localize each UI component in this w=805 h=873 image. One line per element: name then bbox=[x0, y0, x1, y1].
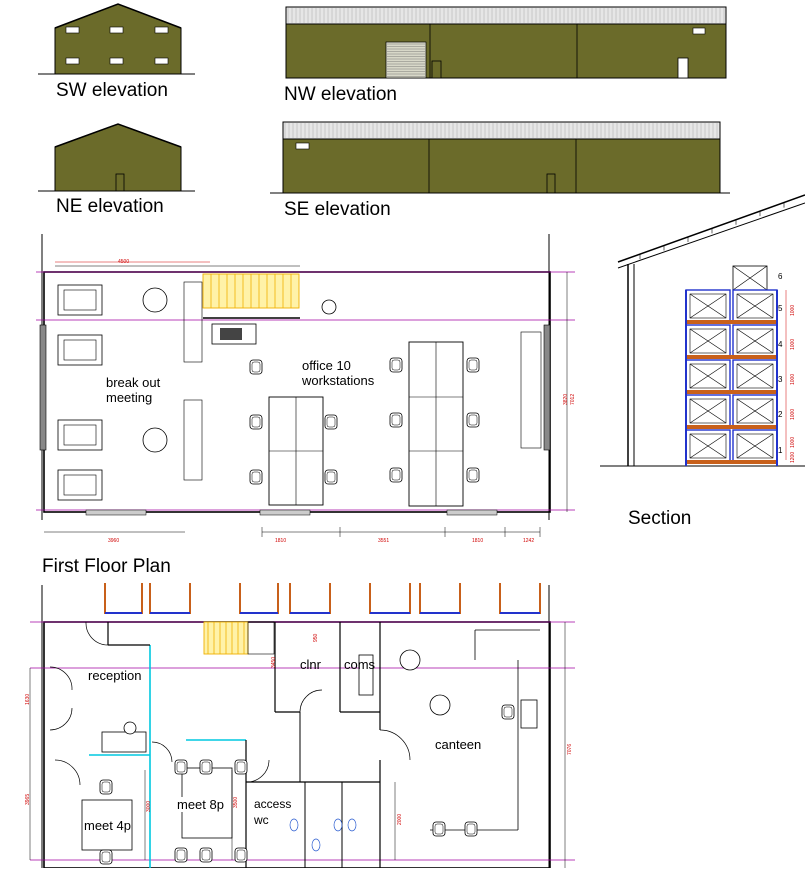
meet-4p-label: meet 4p bbox=[84, 818, 131, 833]
wc-label: wc bbox=[254, 813, 269, 827]
dim-1810-b: 1810 bbox=[472, 538, 484, 544]
nw-elevation-drawing bbox=[285, 6, 727, 79]
dim-3000: 3000 bbox=[146, 800, 152, 812]
dim-3450: 3450 bbox=[271, 656, 277, 668]
section-dim-3: 1000 bbox=[790, 373, 796, 385]
coms-label: coms bbox=[344, 657, 376, 672]
section-level-4: 4 bbox=[778, 340, 783, 349]
section-label: Section bbox=[628, 508, 692, 529]
dim-3820: 3820 bbox=[563, 393, 569, 405]
sw-elevation-label: SW elevation bbox=[56, 80, 168, 101]
reception-label: reception bbox=[88, 668, 142, 683]
meet-8p-label: meet 8p bbox=[177, 797, 224, 812]
section-level-2: 2 bbox=[778, 410, 783, 419]
dim-1810-a: 1810 bbox=[275, 538, 287, 544]
dim-4500: 4500 bbox=[118, 259, 130, 265]
se-elevation-drawing bbox=[270, 121, 730, 194]
dim-1242: 1242 bbox=[523, 538, 535, 544]
meeting-label: meeting bbox=[106, 390, 153, 405]
canteen-label: canteen bbox=[435, 737, 482, 752]
ground-floor-plan bbox=[29, 583, 575, 869]
dim-950: 950 bbox=[313, 633, 319, 642]
dim-3960: 3960 bbox=[108, 538, 120, 544]
first-floor-plan bbox=[36, 234, 575, 537]
ne-elevation-drawing bbox=[38, 123, 195, 192]
dim-7012: 7012 bbox=[570, 393, 576, 405]
section-dim-1: 1000 bbox=[790, 304, 796, 316]
section-dim-6: 1200 bbox=[790, 451, 796, 463]
access-label: access bbox=[254, 797, 292, 811]
clnr-label: clnr bbox=[300, 657, 321, 672]
ne-elevation-label: NE elevation bbox=[56, 196, 164, 217]
section-dim-2: 1000 bbox=[790, 338, 796, 350]
break-out-label: break out bbox=[106, 375, 161, 390]
dim-3551: 3551 bbox=[378, 538, 390, 544]
nw-elevation-label: NW elevation bbox=[284, 84, 397, 105]
workstations-label: workstations bbox=[302, 373, 375, 388]
dim-1630: 1630 bbox=[25, 693, 31, 705]
section-level-5: 5 bbox=[778, 304, 783, 313]
section-dim-4: 1000 bbox=[790, 408, 796, 420]
dim-3500: 3500 bbox=[233, 796, 239, 808]
section-level-3: 3 bbox=[778, 375, 783, 384]
first-floor-plan-title: First Floor Plan bbox=[42, 556, 171, 577]
section-drawing bbox=[600, 194, 805, 467]
section-level-6: 6 bbox=[778, 272, 783, 281]
office-label: office 10 bbox=[302, 358, 351, 373]
se-elevation-label: SE elevation bbox=[284, 199, 391, 220]
dim-2000: 2000 bbox=[397, 813, 403, 825]
sw-elevation-drawing bbox=[38, 3, 195, 75]
dim-7076: 7076 bbox=[567, 743, 573, 755]
section-dim-5: 1000 bbox=[790, 436, 796, 448]
section-level-1: 1 bbox=[778, 446, 783, 455]
dim-3965: 3965 bbox=[25, 793, 31, 805]
